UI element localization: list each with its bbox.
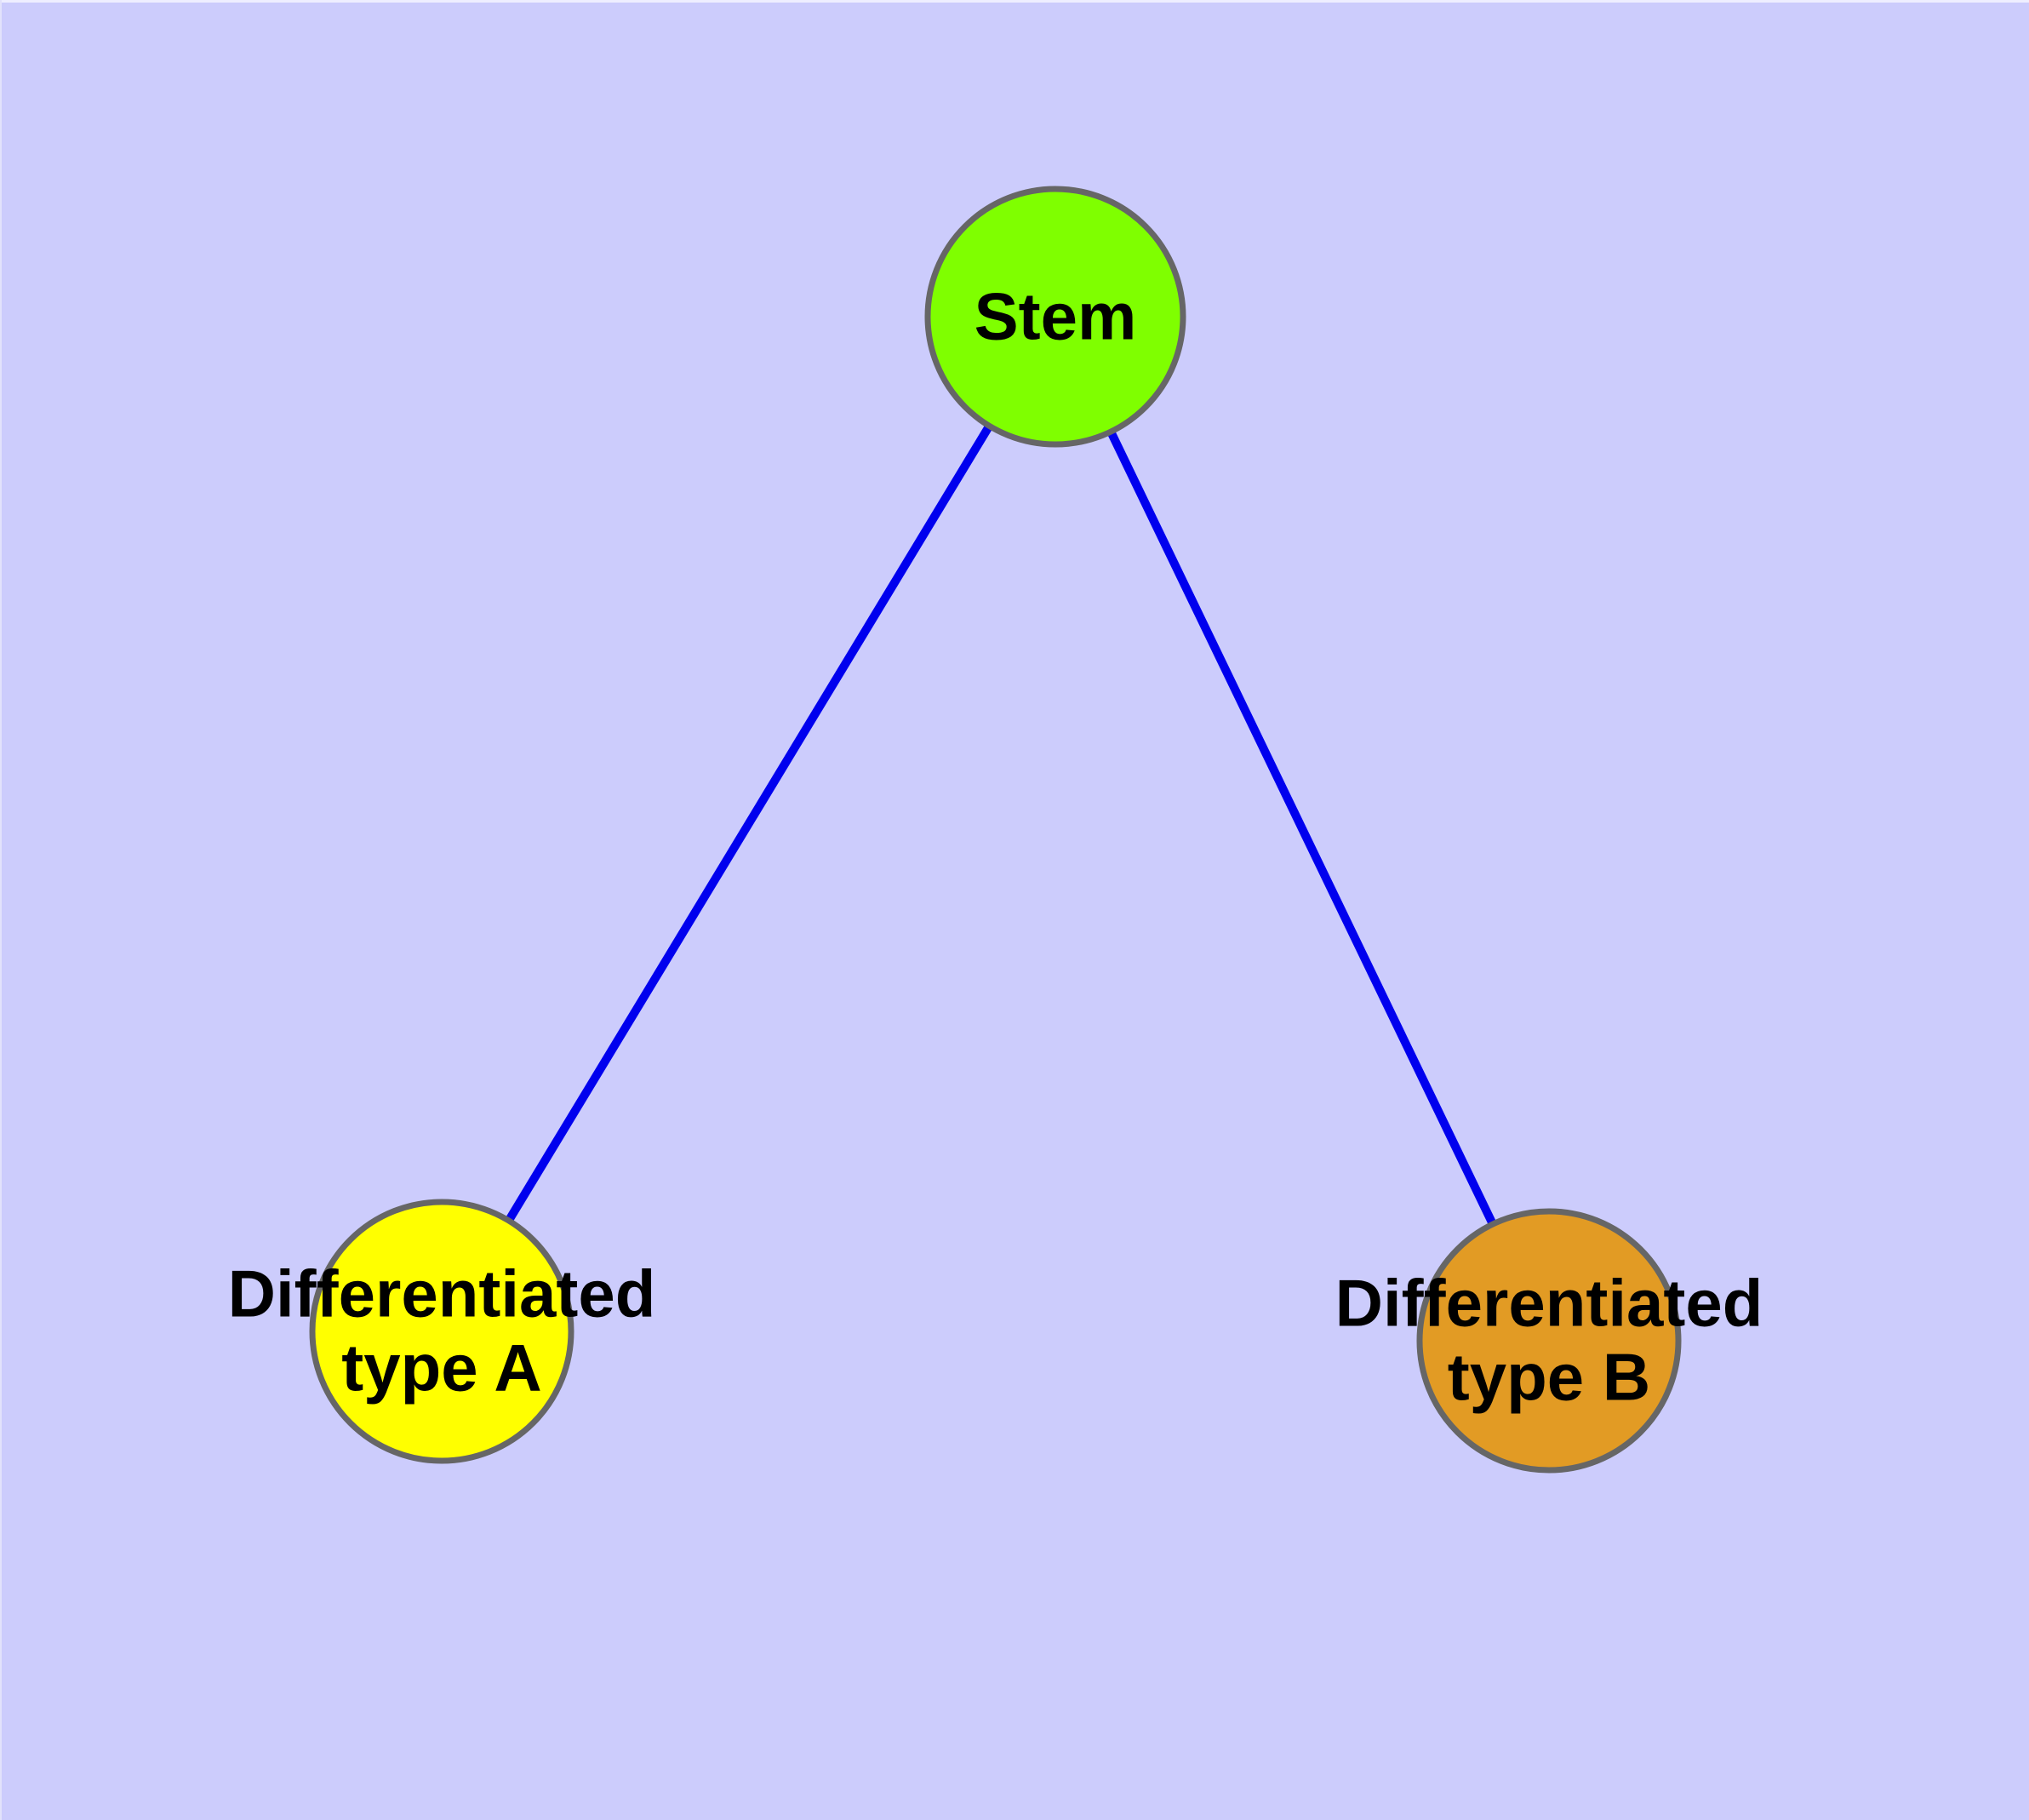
- edge-stem-to-diff-b[interactable]: [1106, 428, 1498, 1228]
- edge-layer: [504, 422, 1498, 1228]
- node-layer: [309, 186, 1682, 1474]
- edge-stem-to-diff-a[interactable]: [504, 422, 994, 1225]
- node-stem[interactable]: [924, 186, 1186, 448]
- node-differentiated-type-b[interactable]: [1416, 1208, 1682, 1474]
- node-differentiated-type-a[interactable]: [309, 1199, 574, 1464]
- left-edge-strip: [0, 0, 2, 1820]
- top-edge-strip: [0, 0, 2029, 3]
